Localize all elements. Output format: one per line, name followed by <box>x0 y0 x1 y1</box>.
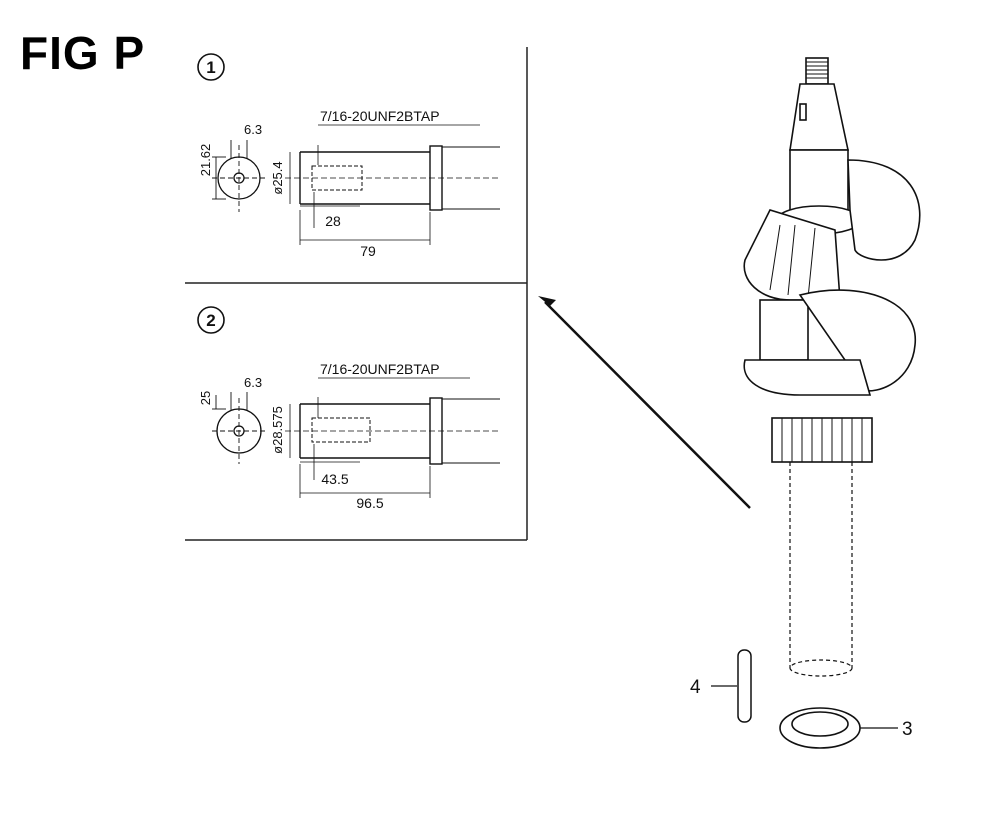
dim-width-2: 6.3 <box>244 375 262 390</box>
dim-tap-depth-1: 28 <box>325 213 341 229</box>
thread-label-2: 7/16-20UNF2BTAP <box>320 361 440 377</box>
dim-length-2: 96.5 <box>356 495 383 511</box>
shaft-side-view-1 <box>285 124 500 245</box>
dim-height-2: 25 <box>198 391 213 405</box>
callout-number-4: 4 <box>690 677 701 698</box>
dim-diameter-1: ø25.4 <box>270 161 285 194</box>
panel-number-2: 2 <box>197 306 225 334</box>
detail-panel-1: 1 21.62 6.3 <box>197 53 500 259</box>
shaft-end-view-2 <box>212 392 266 464</box>
inset-frame <box>185 47 528 541</box>
pointer-arrow <box>538 296 751 509</box>
thread-label-1: 7/16-20UNF2BTAP <box>320 108 440 124</box>
crankshaft-illustration <box>743 57 921 677</box>
detail-panel-2: 2 25 6.3 <box>197 306 500 511</box>
svg-text:1: 1 <box>206 58 215 77</box>
shaft-side-view-2 <box>285 377 500 498</box>
svg-text:2: 2 <box>206 311 215 330</box>
dim-tap-depth-2: 43.5 <box>321 471 348 487</box>
dim-height-1: 21.62 <box>198 144 213 177</box>
dim-diameter-2: ø28.575 <box>270 406 285 454</box>
figure-title: FIG P <box>20 27 146 79</box>
callout-number-3: 3 <box>902 719 913 740</box>
shaft-end-view-1 <box>212 140 266 212</box>
dim-length-1: 79 <box>360 243 376 259</box>
panel-number-1: 1 <box>197 53 225 81</box>
pin-part <box>711 649 752 723</box>
seal-ring-part <box>779 707 898 749</box>
dim-width-1: 6.3 <box>244 122 262 137</box>
